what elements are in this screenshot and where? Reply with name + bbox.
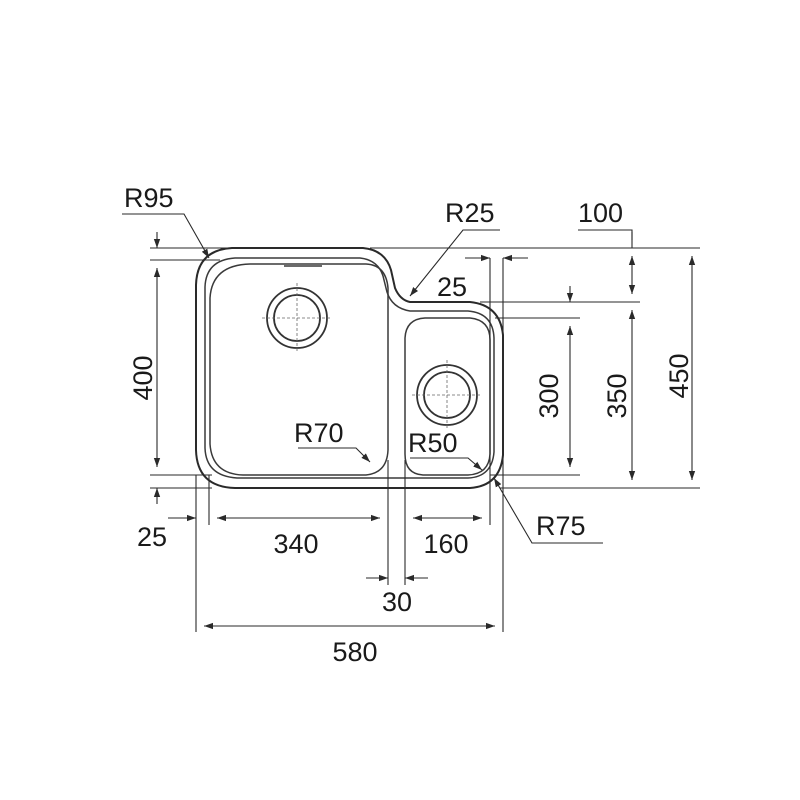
leader-r25	[409, 229, 500, 297]
label-r50: R50	[408, 428, 458, 458]
right-bowl	[404, 317, 491, 476]
left-bowl	[209, 263, 389, 476]
label-400: 400	[128, 355, 158, 400]
label-r25: R25	[445, 198, 495, 228]
label-r70: R70	[294, 418, 344, 448]
leader-r50	[410, 457, 483, 471]
leader-r75	[493, 477, 603, 544]
sink-rim-inner	[204, 257, 495, 479]
label-300: 300	[534, 373, 564, 418]
label-25-left: 25	[137, 522, 167, 552]
right-drain	[412, 360, 482, 430]
label-100: 100	[578, 198, 623, 228]
leader-r70	[298, 447, 371, 463]
label-450: 450	[664, 353, 694, 398]
label-r75: R75	[536, 511, 586, 541]
label-r95: R95	[124, 183, 174, 213]
label-340: 340	[273, 529, 318, 559]
extension-lines-vertical	[195, 258, 504, 632]
label-160: 160	[423, 529, 468, 559]
leader-r95	[122, 213, 210, 259]
label-25-top: 25	[437, 272, 467, 302]
label-350: 350	[602, 373, 632, 418]
extension-lines-horizontal	[150, 247, 700, 489]
left-drain	[262, 283, 332, 353]
label-30: 30	[382, 587, 412, 617]
leader-100	[578, 229, 633, 240]
label-580: 580	[332, 637, 377, 667]
